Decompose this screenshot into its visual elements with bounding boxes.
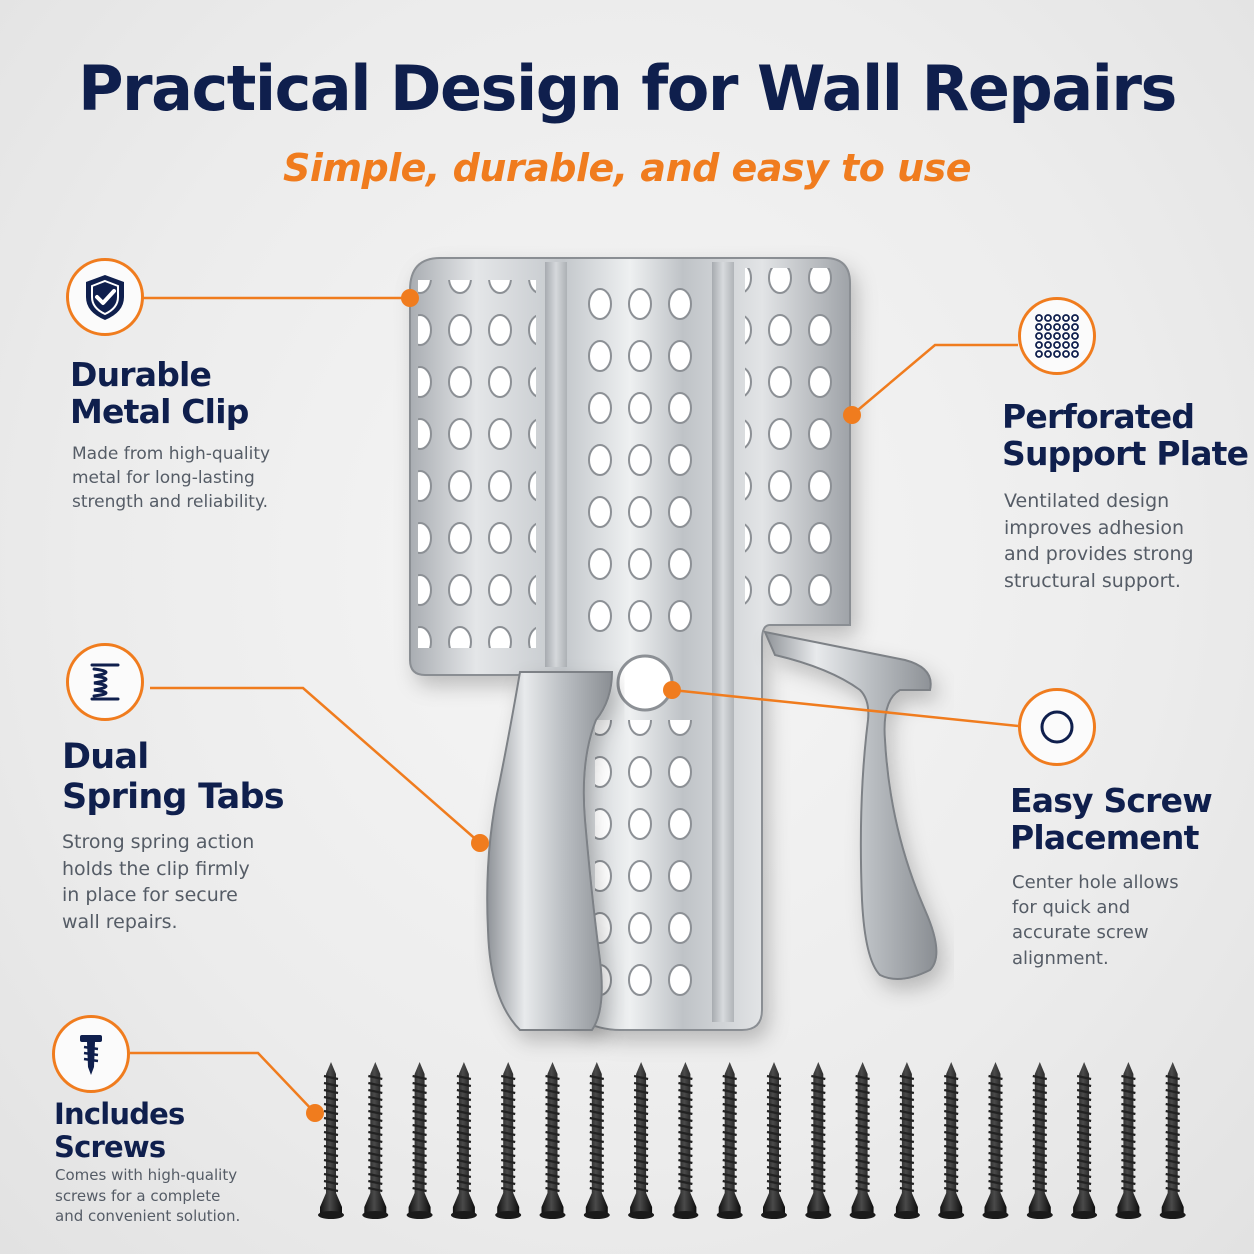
- screw: [672, 1062, 699, 1219]
- spring-coil-icon: [90, 663, 120, 701]
- screw: [849, 1062, 876, 1219]
- spring-description: Strong spring action holds the clip firm…: [62, 831, 255, 933]
- durable-description: Made from high-quality metal for long-la…: [72, 444, 271, 512]
- screws-icon-badge: [52, 1015, 130, 1093]
- screws-description: Comes with high-quality screws for a com…: [55, 1166, 241, 1226]
- screw: [1026, 1062, 1053, 1219]
- screw: [805, 1062, 832, 1219]
- screw: [893, 1062, 920, 1219]
- page-subtitle: Simple, durable, and easy to use: [282, 146, 972, 190]
- screw-icon: [80, 1035, 102, 1075]
- perforated-grid-icon: [1035, 314, 1079, 358]
- screw-row: [318, 1062, 1186, 1219]
- screw: [495, 1062, 522, 1219]
- screws-title: Includes Screws: [54, 1097, 185, 1164]
- screw-hole-icon-badge: [1018, 688, 1096, 766]
- screw: [539, 1062, 566, 1219]
- callout-connectors: [130, 296, 1019, 1114]
- screw: [1071, 1062, 1098, 1219]
- shield-check-icon: [86, 275, 124, 320]
- perforated-description: Ventilated design improves adhesion and …: [1004, 490, 1194, 592]
- screw: [1159, 1062, 1186, 1219]
- screw: [761, 1062, 787, 1219]
- screw: [362, 1062, 389, 1219]
- screw: [938, 1062, 965, 1219]
- durable-icon-badge: [66, 258, 144, 336]
- screw: [716, 1062, 743, 1219]
- screw: [628, 1062, 655, 1219]
- metal-clip-plate: [409, 257, 851, 1031]
- left-spring-tab: [486, 671, 614, 1031]
- screw: [1115, 1062, 1142, 1219]
- callout-dots: [306, 289, 861, 1122]
- screw: [982, 1062, 1009, 1219]
- screw: [450, 1062, 477, 1219]
- screw: [583, 1062, 610, 1219]
- ring-hole-icon: [1040, 710, 1074, 744]
- spring-icon-badge: [66, 643, 144, 721]
- screw-hole-title: Easy Screw Placement: [1010, 781, 1213, 858]
- screw: [406, 1062, 433, 1219]
- page-title: Practical Design for Wall Repairs: [78, 52, 1177, 125]
- screw-hole-description: Center hole allows for quick and accurat…: [1012, 872, 1179, 969]
- right-spring-tab: [763, 630, 938, 980]
- perforated-icon-badge: [1018, 297, 1096, 375]
- spring-title: Dual Spring Tabs: [62, 737, 285, 817]
- durable-title: Durable Metal Clip: [70, 355, 249, 432]
- perforated-title: Perforated Support Plate: [1002, 397, 1249, 474]
- screw: [318, 1062, 344, 1219]
